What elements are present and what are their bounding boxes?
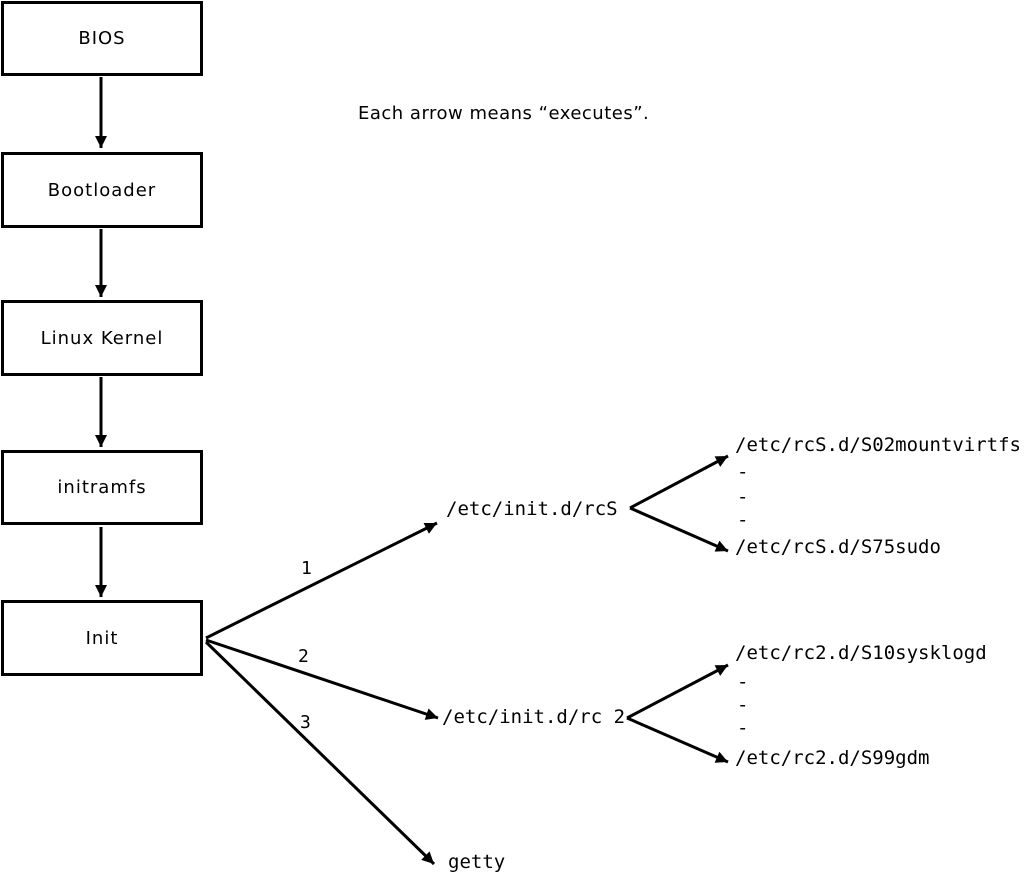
target-getty: getty — [448, 851, 506, 873]
ellipsis-dash: - — [737, 717, 749, 739]
node-bootloader: Bootloader — [1, 152, 203, 228]
script-s10sysklogd: /etc/rc2.d/S10sysklogd — [735, 642, 987, 664]
legend-caption: Each arrow means “executes”. — [358, 103, 650, 124]
script-s75sudo: /etc/rcS.d/S75sudo — [735, 536, 941, 558]
script-s02mountvirtfs: /etc/rcS.d/S02mountvirtfs — [735, 434, 1021, 456]
arrow-init-to-rcS — [205, 521, 438, 640]
branch-label-1: 1 — [301, 558, 312, 579]
ellipsis-dash: - — [737, 671, 749, 693]
arrow-init-to-getty — [204, 640, 436, 866]
arrow-rcS-to-s75 — [629, 506, 729, 553]
node-linux-kernel: Linux Kernel — [1, 300, 203, 376]
branch-label-2: 2 — [298, 646, 309, 667]
target-rcS: /etc/init.d/rcS — [446, 498, 618, 520]
arrow-rc2-to-s99 — [626, 716, 729, 764]
ellipsis-dash: - — [737, 509, 749, 531]
node-init: Init — [1, 600, 203, 676]
node-bios: BIOS — [1, 1, 203, 76]
script-s99gdm: /etc/rc2.d/S99gdm — [735, 747, 930, 769]
ellipsis-dash: - — [737, 694, 749, 716]
arrow-rc2-to-s10 — [626, 663, 729, 720]
ellipsis-dash: - — [737, 486, 749, 508]
ellipsis-dash: - — [737, 461, 749, 483]
branch-label-3: 3 — [300, 712, 311, 733]
arrow-init-to-rc2 — [205, 638, 439, 720]
node-initramfs: initramfs — [1, 450, 203, 525]
arrow-rcS-to-s02 — [629, 454, 729, 510]
target-rc2: /etc/init.d/rc 2 — [442, 706, 626, 728]
